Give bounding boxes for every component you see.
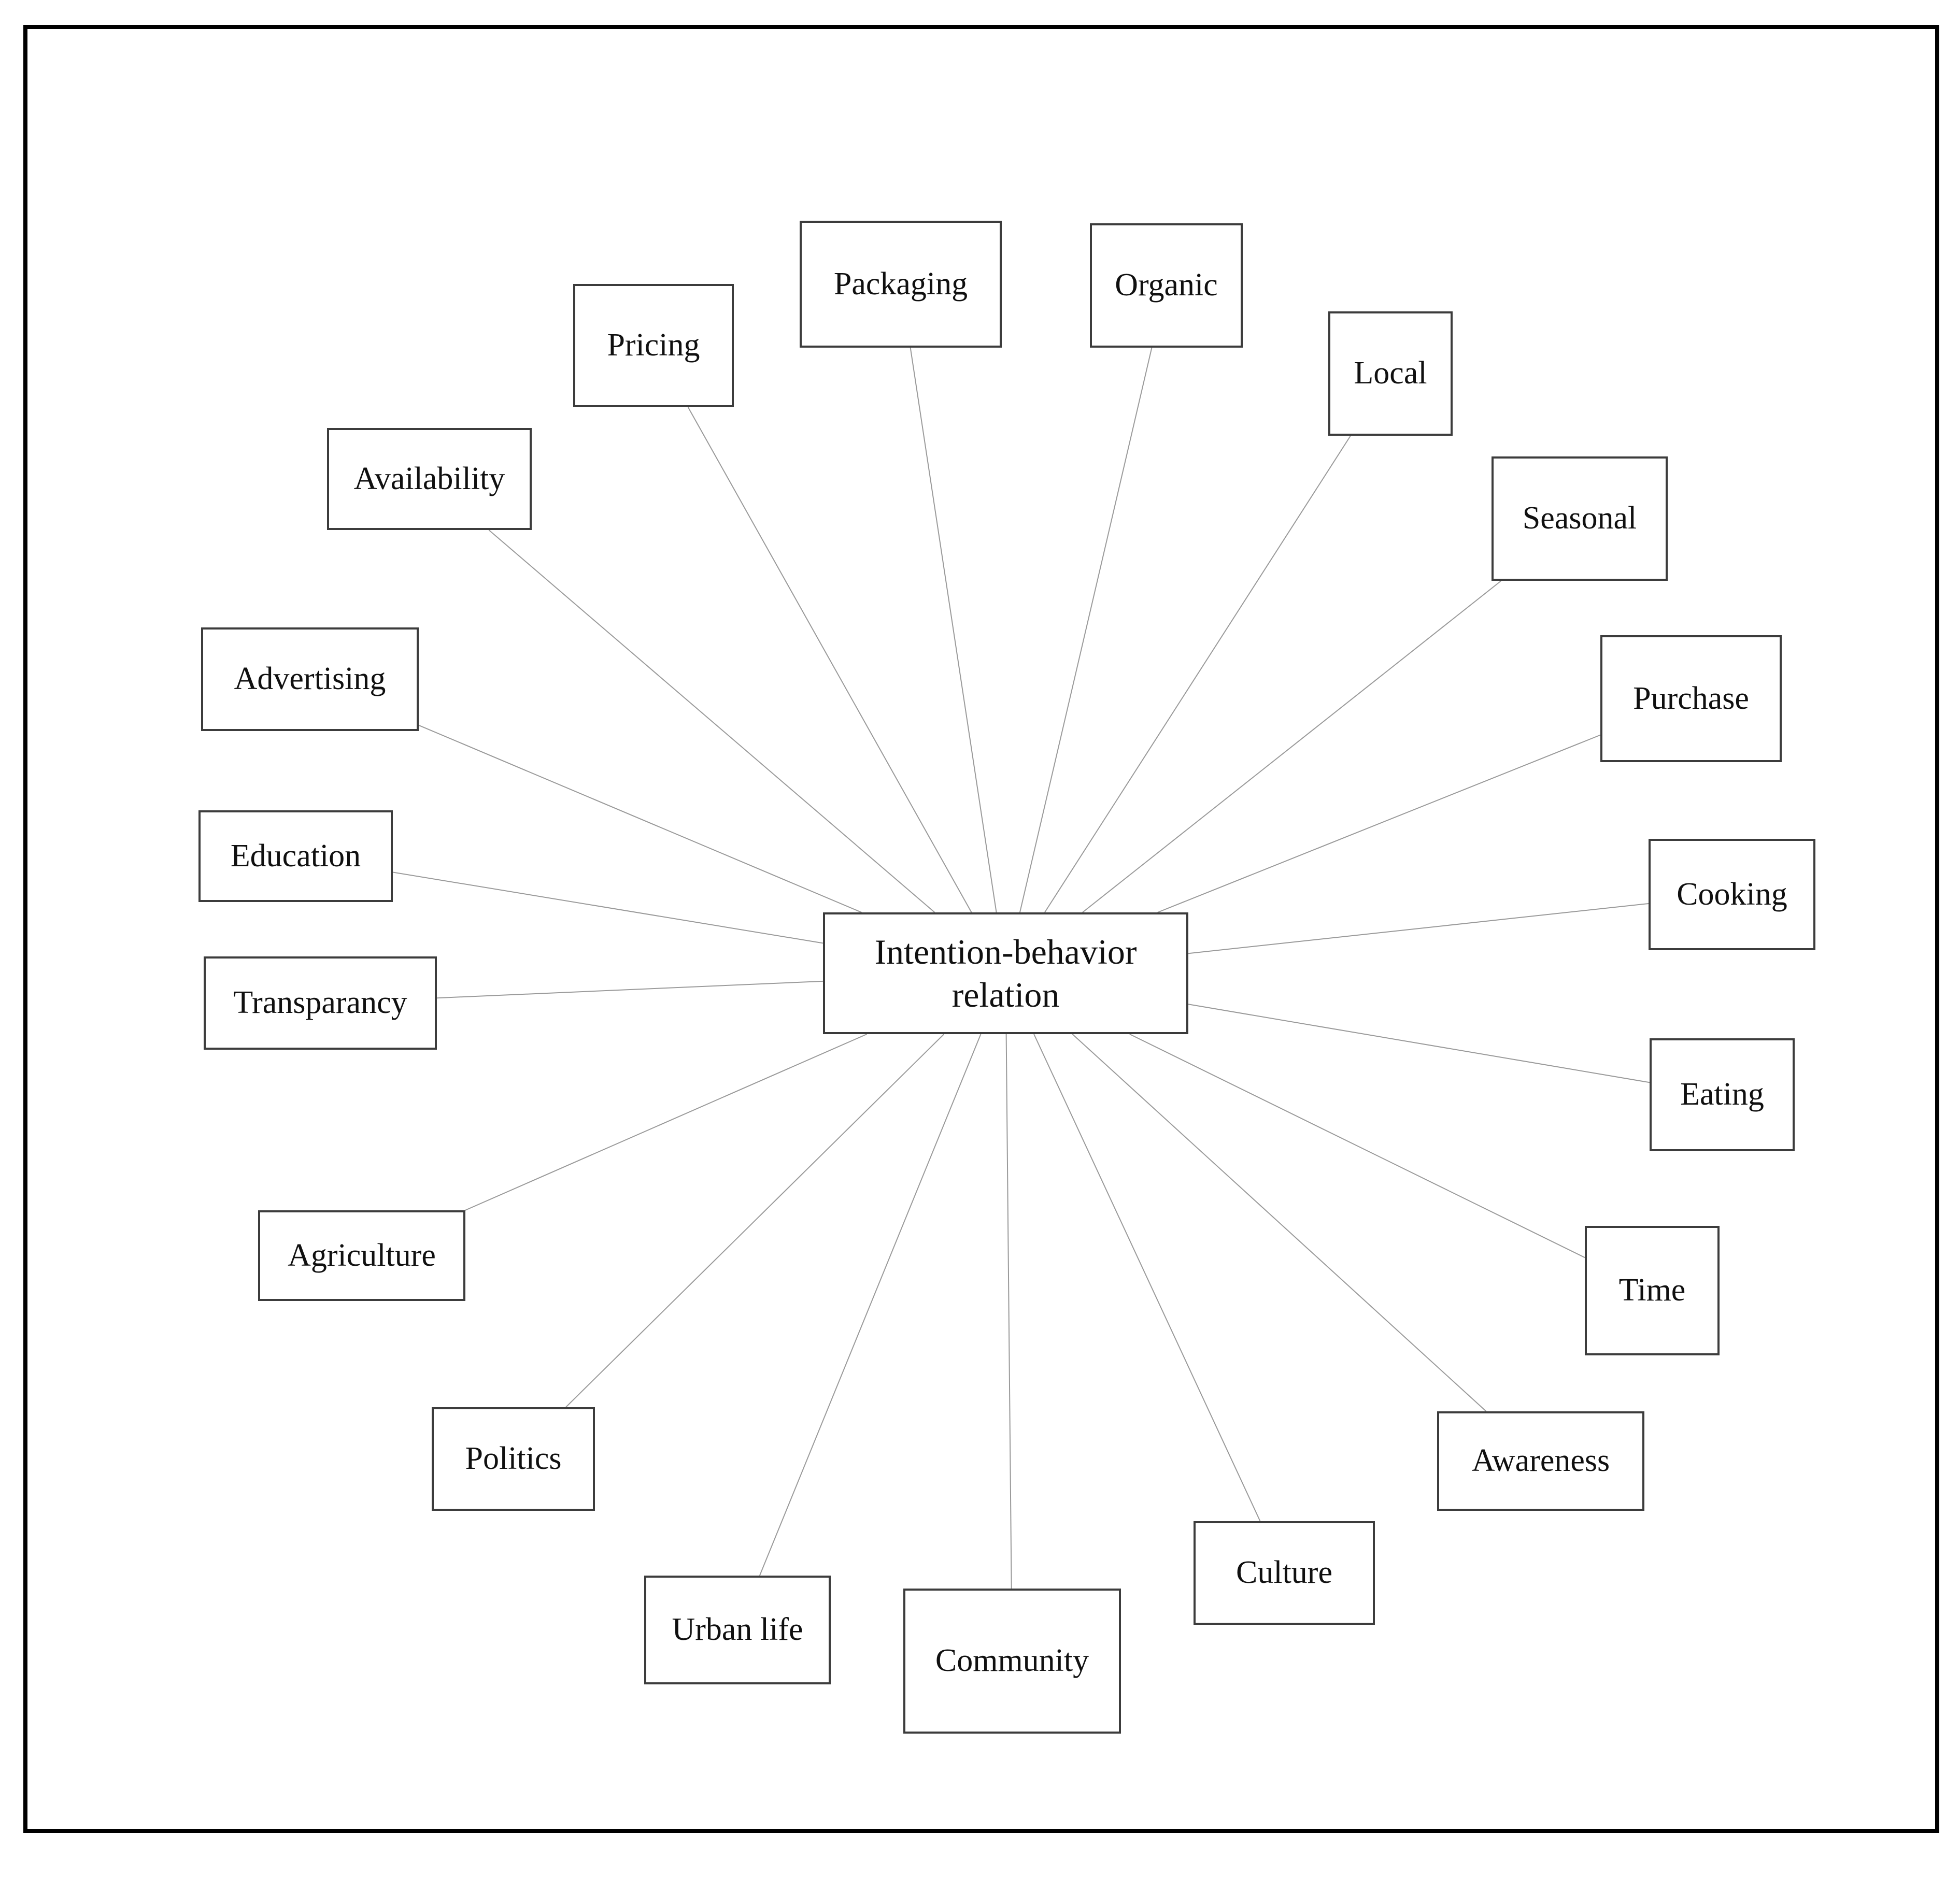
edge-center-to-purchase bbox=[1157, 734, 1601, 913]
node-label-eating: Eating bbox=[1680, 1077, 1764, 1112]
node-label-seasonal: Seasonal bbox=[1522, 500, 1637, 536]
edge-center-to-transparancy bbox=[436, 980, 823, 999]
node-label-awareness: Awareness bbox=[1471, 1443, 1610, 1479]
node-transparancy[interactable]: Transparancy bbox=[204, 956, 437, 1050]
node-label-culture: Culture bbox=[1236, 1555, 1332, 1591]
edge-center-to-seasonal bbox=[1082, 580, 1502, 913]
node-purchase[interactable]: Purchase bbox=[1600, 635, 1782, 762]
edge-center-to-availability bbox=[488, 530, 935, 913]
edge-center-to-urban_life bbox=[759, 1034, 982, 1576]
edge-center-to-packaging bbox=[910, 347, 997, 913]
node-urban_life[interactable]: Urban life bbox=[644, 1576, 831, 1684]
edge-center-to-eating bbox=[1188, 1004, 1650, 1083]
node-label-local: Local bbox=[1354, 355, 1427, 391]
node-education[interactable]: Education bbox=[198, 810, 393, 902]
edge-center-to-advertising bbox=[418, 724, 862, 913]
node-agriculture[interactable]: Agriculture bbox=[258, 1210, 465, 1301]
node-availability[interactable]: Availability bbox=[327, 428, 532, 530]
node-label-urban_life: Urban life bbox=[672, 1612, 803, 1648]
node-cooking[interactable]: Cooking bbox=[1649, 839, 1815, 950]
node-label-availability: Availability bbox=[353, 461, 505, 496]
edge-center-to-local bbox=[1044, 435, 1351, 913]
node-seasonal[interactable]: Seasonal bbox=[1492, 456, 1668, 581]
node-packaging[interactable]: Packaging bbox=[800, 221, 1002, 348]
node-label-advertising: Advertising bbox=[234, 661, 386, 697]
node-label-politics: Politics bbox=[465, 1441, 562, 1477]
node-label-organic: Organic bbox=[1115, 267, 1218, 303]
node-advertising[interactable]: Advertising bbox=[201, 627, 419, 731]
node-label-cooking: Cooking bbox=[1677, 876, 1787, 912]
edge-center-to-pricing bbox=[687, 407, 972, 913]
node-label-purchase: Purchase bbox=[1633, 680, 1749, 716]
node-time[interactable]: Time bbox=[1585, 1226, 1720, 1355]
node-eating[interactable]: Eating bbox=[1650, 1038, 1795, 1151]
edge-center-to-politics bbox=[565, 1034, 945, 1408]
edge-center-to-time bbox=[1129, 1034, 1585, 1258]
edge-center-to-community bbox=[1005, 1034, 1012, 1589]
node-local[interactable]: Local bbox=[1328, 311, 1453, 436]
node-community[interactable]: Community bbox=[903, 1589, 1121, 1734]
node-organic[interactable]: Organic bbox=[1090, 223, 1243, 348]
node-label-packaging: Packaging bbox=[833, 266, 968, 302]
node-politics[interactable]: Politics bbox=[432, 1407, 595, 1511]
node-label-community: Community bbox=[935, 1643, 1089, 1679]
node-awareness[interactable]: Awareness bbox=[1437, 1411, 1644, 1511]
node-label-education: Education bbox=[230, 838, 361, 874]
edge-center-to-organic bbox=[1019, 347, 1153, 913]
edge-center-to-agriculture bbox=[465, 1034, 868, 1211]
edge-center-to-awareness bbox=[1072, 1034, 1487, 1412]
node-pricing[interactable]: Pricing bbox=[573, 284, 734, 407]
edge-center-to-education bbox=[392, 871, 823, 944]
node-label-time: Time bbox=[1618, 1272, 1686, 1308]
edge-center-to-culture bbox=[1033, 1034, 1261, 1522]
node-label-transparancy: Transparancy bbox=[233, 985, 407, 1021]
node-label-agriculture: Agriculture bbox=[288, 1237, 436, 1273]
node-culture[interactable]: Culture bbox=[1194, 1521, 1375, 1625]
node-label-pricing: Pricing bbox=[607, 327, 700, 363]
edge-center-to-cooking bbox=[1188, 903, 1649, 954]
